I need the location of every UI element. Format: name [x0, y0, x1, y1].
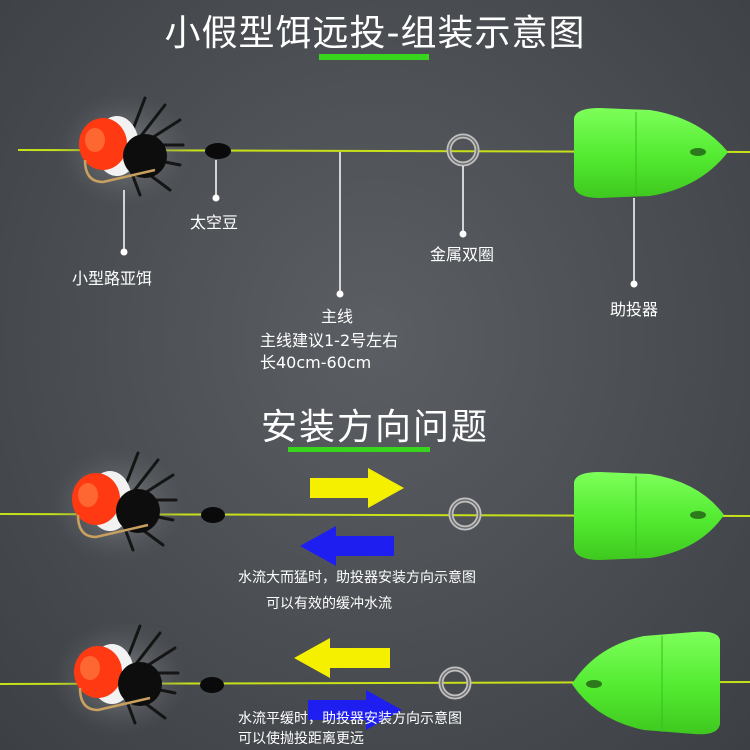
fast-water-caption: 水流大而猛时，助投器安装方向示意图 — [238, 570, 476, 586]
arrow-left-icon — [294, 638, 390, 678]
lure-icon — [55, 90, 195, 210]
direction-title: 安装方向问题 — [260, 407, 489, 448]
bead-icon — [201, 507, 225, 523]
fast-water-note: 可以有效的缓冲水流 — [266, 596, 392, 612]
bead-icon — [205, 143, 231, 159]
arrow-right-icon — [310, 468, 404, 508]
assembly-title: 小假型饵远投-组装示意图 — [164, 13, 586, 54]
bead-icon — [200, 677, 224, 693]
slow-water-note: 可以使抛投距离更远 — [238, 731, 364, 747]
slow-water-caption: 水流平缓时，助投器安装方向示意图 — [238, 711, 462, 727]
lure-icon — [50, 618, 190, 738]
assembly-title-underline — [319, 54, 429, 60]
float-icon — [574, 472, 724, 560]
float-icon — [572, 631, 720, 735]
ring-label: 金属双圈 — [430, 245, 495, 264]
main-line-advice: 主线建议1-2号左右 — [260, 331, 399, 350]
float-icon — [574, 108, 728, 198]
main-line-label: 主线 — [321, 307, 354, 326]
arrow-left-icon — [300, 526, 394, 566]
lure-icon — [48, 445, 188, 565]
arrow-right-icon — [308, 690, 402, 730]
float-label: 助投器 — [610, 300, 659, 319]
bead-label: 太空豆 — [190, 213, 239, 232]
direction-title-underline — [288, 447, 430, 452]
main-line-length: 长40cm-60cm — [260, 353, 372, 372]
lure-label: 小型路亚饵 — [72, 269, 153, 288]
